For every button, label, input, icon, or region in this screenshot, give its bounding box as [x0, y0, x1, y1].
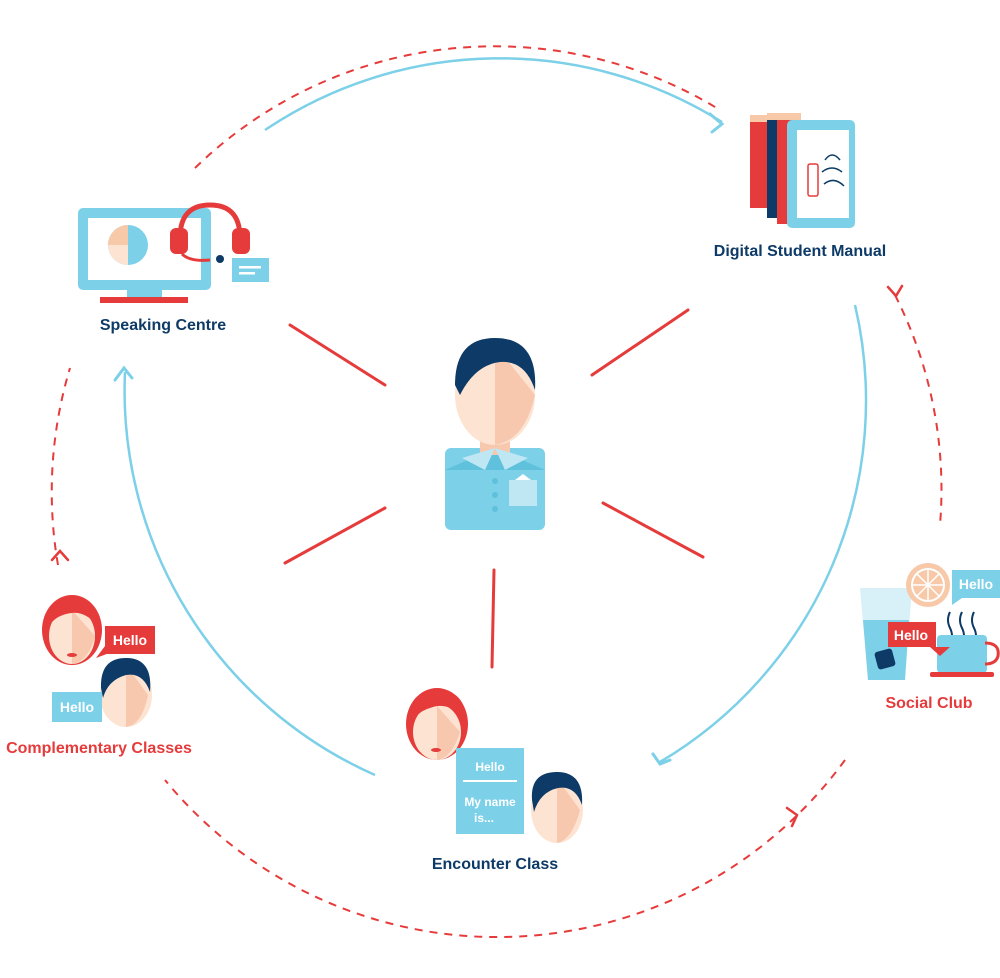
encounter-class-node[interactable]: Hello My name is... Encounter Class — [406, 688, 583, 873]
social-club-label: Social Club — [885, 695, 972, 712]
solid-arrow-left — [113, 365, 134, 382]
monitor-headset-icon — [78, 202, 269, 303]
dashed-arc-bottom — [164, 759, 846, 939]
dashed-arrow-bottom — [785, 806, 799, 828]
solid-arrowheads — [113, 112, 725, 766]
complementary-classes-label: Complementary Classes — [6, 740, 192, 757]
student-icon — [445, 338, 545, 530]
drinks-coffee-icon — [860, 563, 1000, 680]
radial-line-upper-left — [288, 323, 387, 387]
social-club-bubble-right: Hello — [959, 576, 993, 592]
two-people-chat-icon — [42, 595, 155, 727]
radial-line-upper-right — [590, 308, 690, 377]
dashed-arrowheads — [50, 284, 904, 828]
complementary-classes-node[interactable]: Hello Hello Complementary Classes — [6, 595, 192, 757]
dashed-arc-top — [194, 45, 721, 169]
dashed-arc-left — [50, 367, 71, 566]
digital-student-manual-node[interactable]: Digital Student Manual — [714, 113, 886, 260]
outer-dashed-cycle — [50, 45, 943, 939]
two-people-chat-icon — [406, 688, 583, 843]
complementary-classes-bubble-bottom: Hello — [60, 699, 94, 715]
solid-arrow-top — [708, 112, 725, 134]
encounter-class-bubble-line2: My name — [464, 795, 516, 809]
books-tablet-icon — [750, 113, 855, 228]
encounter-class-bubble-line3: is... — [474, 811, 494, 825]
encounter-class-label: Encounter Class — [432, 856, 558, 873]
solid-arc-top — [264, 57, 723, 132]
dashed-arrow-right — [886, 284, 904, 299]
dashed-arc-right — [894, 294, 943, 526]
solid-arc-right — [659, 304, 868, 764]
speaking-centre-node[interactable]: Speaking Centre — [78, 202, 269, 334]
radial-lines — [283, 308, 705, 669]
inner-solid-cycle — [123, 57, 868, 777]
radial-line-lower-left — [283, 506, 387, 565]
solid-arrow-right — [651, 752, 672, 766]
speaking-centre-label: Speaking Centre — [100, 317, 226, 334]
solid-arc-left — [123, 371, 376, 777]
complementary-classes-bubble-top: Hello — [113, 632, 147, 648]
social-club-bubble-left: Hello — [894, 627, 928, 643]
social-club-node[interactable]: Hello Hello Social Club — [860, 563, 1000, 712]
radial-line-lower-right — [601, 501, 705, 559]
dashed-arrow-left — [50, 549, 70, 562]
encounter-class-bubble-line1: Hello — [475, 760, 504, 774]
digital-student-manual-label: Digital Student Manual — [714, 243, 886, 260]
radial-line-bottom — [490, 568, 496, 669]
